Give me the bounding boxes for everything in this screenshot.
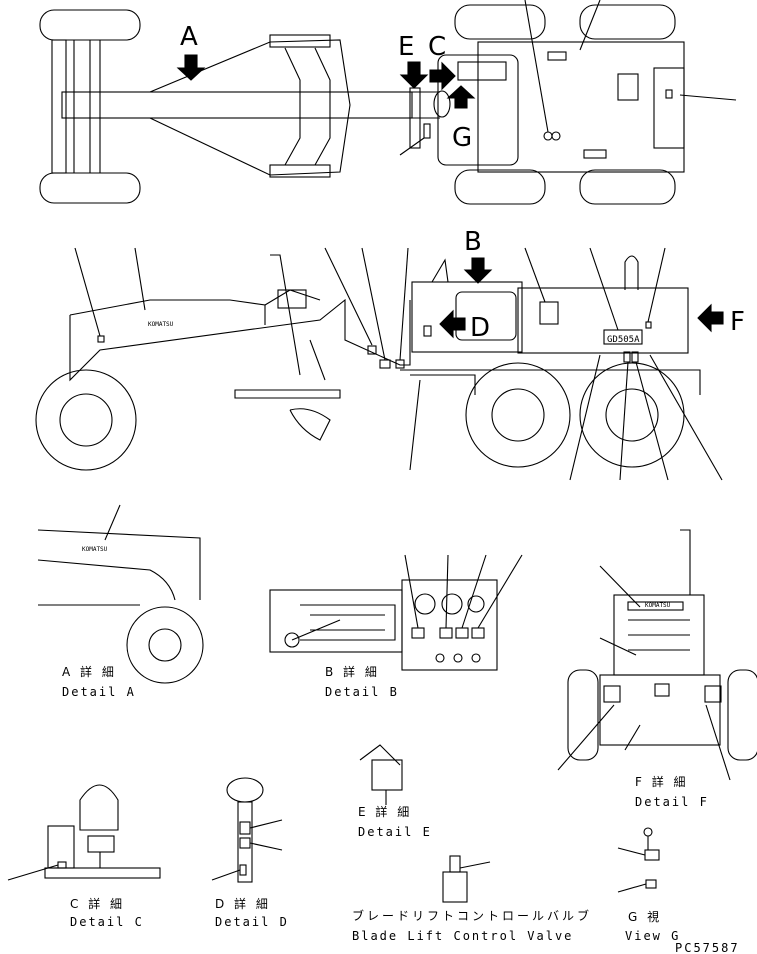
arrow-a-label: A — [180, 22, 198, 52]
detail-f-jp: F 詳 細 — [635, 774, 689, 789]
arrow-g-label: G — [452, 123, 472, 153]
arrow-b-label: B — [464, 227, 482, 257]
valve-en: Blade Lift Control Valve — [352, 929, 573, 943]
detail-d — [211, 777, 283, 883]
detail-c-en: Detail C — [70, 915, 144, 929]
detail-b-jp: B 詳 細 — [325, 664, 380, 679]
detail-f-en: Detail F — [635, 795, 709, 809]
arrow-g-icon — [446, 85, 476, 109]
arrow-a-icon — [176, 54, 206, 81]
arrow-d-label: D — [470, 313, 490, 343]
detail-e — [359, 744, 403, 805]
arrow-f-label: F — [730, 307, 745, 337]
detail-e-jp: E 詳 細 — [358, 804, 412, 819]
detail-a-jp: A 詳 細 — [62, 664, 117, 679]
view-g-en: View G — [625, 929, 680, 943]
arrow-b-icon — [463, 257, 493, 284]
arrow-e-label: E — [398, 32, 414, 62]
arrow-e-icon — [399, 61, 429, 89]
valve-jp: ブレードリフトコントロールバルブ — [352, 908, 592, 923]
detail-d-jp: D 詳 細 — [215, 896, 271, 911]
detail-e-en: Detail E — [358, 825, 432, 839]
detail-a-en: Detail A — [62, 685, 136, 699]
detail-b-en: Detail B — [325, 685, 399, 699]
arrow-d-icon — [439, 309, 466, 339]
detail-b — [269, 554, 523, 671]
side-brand-label: KOMATSU — [148, 321, 174, 328]
view-g — [617, 827, 660, 893]
detail-c-jp: C 詳 細 — [70, 896, 125, 911]
detail-f — [557, 529, 757, 781]
detail-f-brand: KOMATSU — [645, 602, 671, 609]
arrow-c-icon — [429, 61, 456, 91]
detail-a-brand: KOMATSU — [82, 546, 108, 553]
arrow-c-label: C — [428, 32, 446, 62]
top-view — [39, 0, 737, 205]
detail-a — [37, 504, 204, 684]
detail-d-en: Detail D — [215, 915, 289, 929]
side-view — [35, 247, 724, 481]
model-label: GD505A — [607, 335, 640, 345]
valve-detail — [442, 855, 491, 903]
drawing-code: PC57587 — [675, 941, 740, 954]
detail-c — [7, 784, 161, 881]
arrow-f-icon — [697, 303, 724, 333]
view-g-jp: G 視 — [628, 909, 662, 924]
